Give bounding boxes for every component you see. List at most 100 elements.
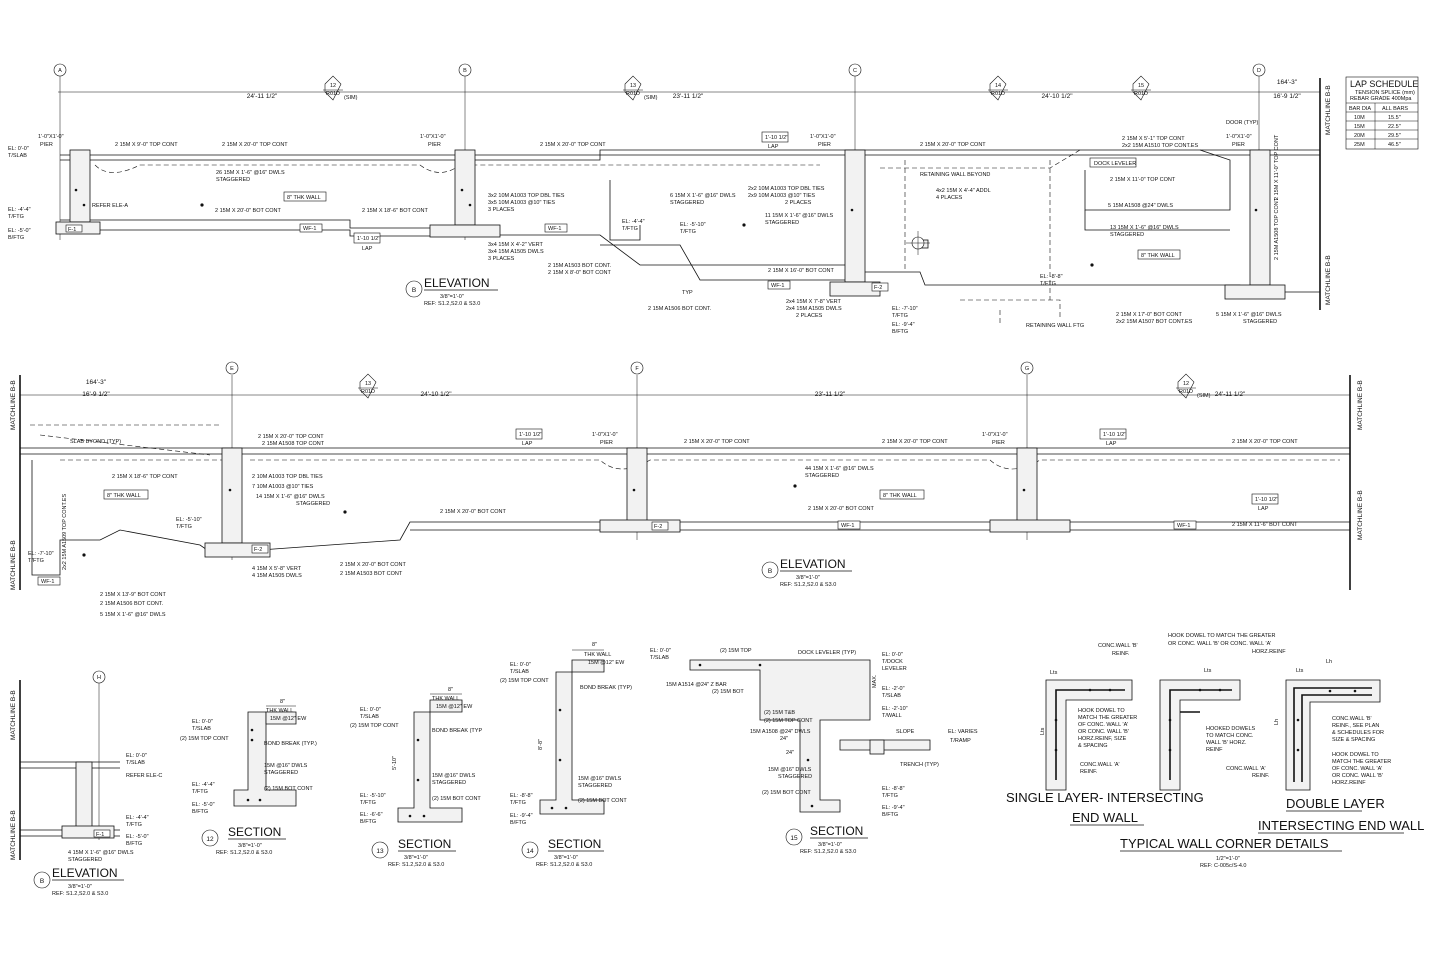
footing-f2-d: [1224, 284, 1286, 300]
grid-bubble-e: [225, 361, 239, 375]
lbl-mid-bot-cont-2: 2 15M X 20'-0" BOT CONT: [808, 506, 875, 512]
sec15-el0b: EL: 0'-0": [882, 652, 903, 658]
elevation-tag-small: B: [40, 878, 44, 885]
section-13: 8" THK WALL 15M @12" EW EL: 0'-0" T/SLAB…: [350, 687, 482, 868]
small-elevation: MATCHLINE B-B MATCHLINE B-B H F-1 EL: 0'…: [10, 670, 162, 897]
lbl-bot-cont-4: 2 15M X 8'-0" BOT CONT: [548, 270, 611, 276]
lbl-top-cont-3: 2 15M X 20'-0" TOP CONT: [540, 142, 606, 148]
sec12-ew: 15M @12" EW: [270, 716, 307, 722]
elevation-scale-top: 3/8"=1'-0": [440, 294, 464, 300]
corner-hook-a2: MATCH THE GREATER: [1078, 715, 1137, 721]
grid-bubble-h: [92, 670, 106, 684]
sec13-thk: THK WALL: [432, 696, 459, 702]
lbl-mid-top186: 2 15M X 18'-6" TOP CONT: [112, 474, 178, 480]
corner-reinf-2: REINF.: [1080, 769, 1098, 775]
lbl-thk-wall-2: 8" THK WALL: [1141, 253, 1175, 259]
lbl-mid-bot-a1503: 2 15M A1503 BOT CONT: [340, 571, 403, 577]
lap-schedule-title: LAP SCHEDULE: [1350, 79, 1418, 89]
lbl-tie-dbl-2: 2x2 10M A1003 TOP DBL TIES: [748, 186, 825, 192]
sec14-top: (2) 15M TOP CONT: [500, 678, 549, 684]
pier-b: [454, 149, 476, 226]
lbl-wf1-2: WF-1: [548, 226, 561, 232]
section-12-scale: 3/8"=1'-0": [238, 843, 262, 849]
footing-g: [989, 519, 1071, 533]
t-ftg: T/FTG: [8, 214, 24, 220]
lbl-f2-1: F-2: [874, 285, 882, 291]
pier-d: [1249, 149, 1271, 286]
corner-dbl-b2: REINF., SEE PLAN: [1332, 723, 1379, 729]
section-tag-12-mid: 12 R01D (SIM): [1176, 373, 1211, 399]
sec15-d24-1: 24": [780, 736, 788, 742]
pier-size-d: 1'-0"X1'-0": [1226, 134, 1252, 140]
b-ftg: B/FTG: [8, 235, 24, 241]
elevation-ref-top: REF: S1.2,S2.0 & S3.0: [424, 301, 480, 307]
section-tag-12-top: 12 R01D (SIM): [323, 75, 358, 101]
grid-bubble-a: [53, 63, 67, 77]
sec13-bond: BOND BREAK (TYP: [432, 728, 482, 734]
lbl-tftg-3: T/FTG: [680, 229, 696, 235]
corner-hooked1: HOOKED DOWELS: [1206, 726, 1256, 732]
sec14-dim8: 8": [592, 642, 597, 648]
sec13-bot: (2) 15M BOT CONT: [432, 796, 481, 802]
el-tftg: EL: -4'-4": [8, 207, 31, 213]
lbl-mid-top-a1508: 2 15M A1508 TOP CONT: [262, 441, 325, 447]
sec13-tslab: T/SLAB: [360, 714, 379, 720]
elevation-tag-top: B: [412, 287, 416, 294]
grid-label-b: B: [463, 68, 467, 74]
corner-dbl-b3: & SCHEDULES FOR: [1332, 730, 1384, 736]
section-14-scale: 3/8"=1'-0": [554, 855, 578, 861]
sec13-ew: 15M @12" EW: [436, 704, 473, 710]
lbl-dwls-1: 3x4 15M A1505 DWLS: [488, 249, 544, 255]
sec13-el0: EL: 0'-0": [360, 707, 381, 713]
sec12-bond: BOND BREAK (TYP.): [264, 741, 317, 747]
elevation-tag-bubble-small: [33, 871, 51, 889]
svg-text:13: 13: [630, 83, 636, 89]
sec14-bftg: B/FTG: [510, 820, 526, 826]
section-tag-13-mid: 13 R01D: [358, 373, 378, 399]
lbl-el-88: EL: -8'-8": [1040, 274, 1063, 280]
lbl-wf1-1: WF-1: [303, 226, 316, 232]
sec15-dwls16: 15M @16" DWLS: [768, 767, 812, 773]
pier-g: [1016, 447, 1038, 524]
dim-mid-24-10: 24'-10 1/2": [420, 391, 452, 398]
grid-bubble-f: [630, 361, 644, 375]
lbl-top-cont-4: 2 15M X 20'-0" TOP CONT: [920, 142, 986, 148]
corner-dbl-h5: HORZ.REINF: [1332, 780, 1366, 786]
sec15-elvar: EL: VARIES: [948, 729, 978, 735]
corner-hook-a1: HOOK DOWEL TO: [1078, 708, 1125, 714]
middle-elevation: MATCHLINE B-B MATCHLINE B-B MATCHLINE B-…: [10, 361, 1364, 618]
corner-reinf-1: REINF.: [1112, 651, 1130, 657]
section-14-title: SECTION: [548, 837, 601, 851]
grid-bubble-d: [1252, 63, 1266, 77]
corner-hook-a3: OF CONC. WALL 'A': [1078, 722, 1128, 728]
sec15-tb: (2) 15M T&B: [764, 710, 795, 716]
lbl-dock: DOCK LEVELER: [1094, 161, 1136, 167]
dim-mid-24-11: 24'-11 1/2": [1215, 391, 1246, 398]
svg-text:(SIM): (SIM): [1197, 393, 1211, 399]
dim-16-9: 16'-9 1/2": [1273, 93, 1301, 100]
lbl-small-el0: EL: 0'-0": [126, 753, 147, 759]
sec15-bftg: B/FTG: [882, 812, 898, 818]
lbl-mid-bot-a1506: 2 15M A1506 BOT CONT.: [100, 601, 164, 607]
section-15-title: SECTION: [810, 824, 863, 838]
sec15-botc: (2) 15M BOT CONT: [762, 790, 811, 796]
sec15-el0: EL: 0'-0": [650, 648, 671, 654]
corner-details: Lts Lts CONC.WALL 'B' REINF. HOOK DOWEL …: [1006, 633, 1424, 869]
sec15-dock: DOCK LEVELER (TYP): [798, 650, 856, 656]
elevation-scale-small: 3/8"=1'-0": [68, 884, 92, 890]
section-13-ref: REF: S1.2,S2.0 & S3.0: [388, 862, 444, 868]
sec12-el0: EL: 0'-0": [192, 719, 213, 725]
elevation-scale-mid: 3/8"=1'-0": [796, 575, 820, 581]
sec15-a1508: 15M A1508 @24" DWLS: [750, 729, 811, 735]
section-15: EL: 0'-0" T/SLAB (2) 15M TOP 15M A1514 @…: [650, 648, 978, 855]
sec13-staggered: STAGGERED: [432, 780, 466, 786]
lbl-mid-el510: EL: -5'-10": [176, 517, 202, 523]
sec15-tdock: T/DOCK: [882, 659, 903, 665]
svg-text:12: 12: [1183, 381, 1189, 387]
corner-hook-top2: OR CONC. WALL 'B' OR CONC. WALL 'A': [1168, 641, 1271, 647]
lbl-small-f1: F-1: [96, 832, 104, 838]
corner-conc-a-2: CONC.WALL 'A': [1226, 766, 1266, 772]
corner-dbl-h2: MATCH THE GREATER: [1332, 759, 1391, 765]
sec15-el20: EL: -2'-0": [882, 686, 905, 692]
